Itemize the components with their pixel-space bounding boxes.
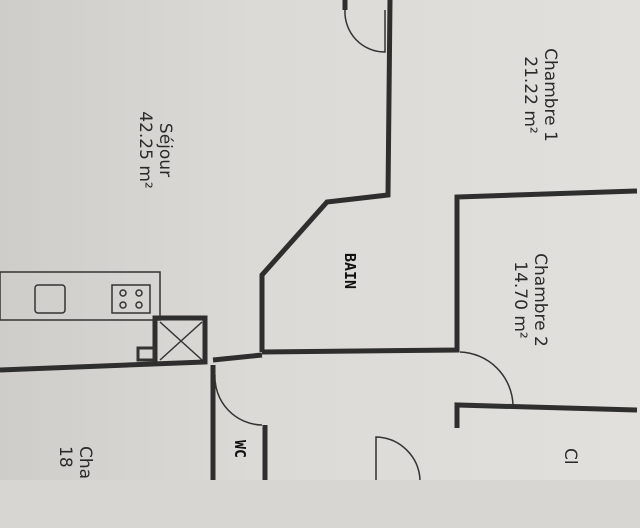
wall-sejour-lower	[0, 315, 208, 373]
room-name: Cha	[75, 446, 95, 480]
room-chambre2: Chambre 2 14.70 m²	[510, 240, 550, 360]
wall-wc	[210, 352, 268, 480]
stove-icon	[111, 284, 151, 314]
room-name: Séjour	[155, 122, 175, 178]
room-area: 21.22 m²	[520, 56, 540, 134]
room-name: BAIN	[341, 252, 359, 290]
room-chambre4-partial: Cl	[560, 448, 580, 528]
door-chambre1	[344, 9, 386, 53]
wall-chambre1-sejour	[259, 0, 393, 352]
door-wc	[214, 374, 263, 426]
room-name: WC	[231, 439, 249, 459]
floor-plan-drawing	[0, 0, 638, 481]
room-sejour: Séjour 42.25 m²	[135, 90, 175, 210]
room-bain: BAIN	[341, 241, 359, 301]
door-lower	[375, 436, 421, 481]
wall-chambre2-lower	[454, 402, 638, 428]
wall-chambre2	[261, 188, 638, 355]
room-name: Cl	[560, 448, 580, 465]
room-chambre3-partial: Cha 18	[55, 446, 95, 526]
floor-plan: Chambre 1 21.22 m² Séjour 42.25 m² BAIN …	[0, 0, 640, 481]
sink-icon	[34, 284, 66, 314]
room-name: Chambre 1	[540, 48, 560, 142]
kitchen-counter	[0, 271, 161, 321]
room-area: 18	[55, 446, 75, 468]
room-area: 14.70 m²	[510, 261, 530, 339]
room-wc: WC	[231, 429, 249, 469]
door-chambre2	[459, 351, 514, 406]
room-chambre1: Chambre 1 21.22 m²	[520, 35, 560, 155]
room-name: Chambre 2	[530, 253, 550, 347]
shaft-x-icon	[159, 321, 203, 361]
room-area: 42.25 m²	[135, 111, 155, 189]
